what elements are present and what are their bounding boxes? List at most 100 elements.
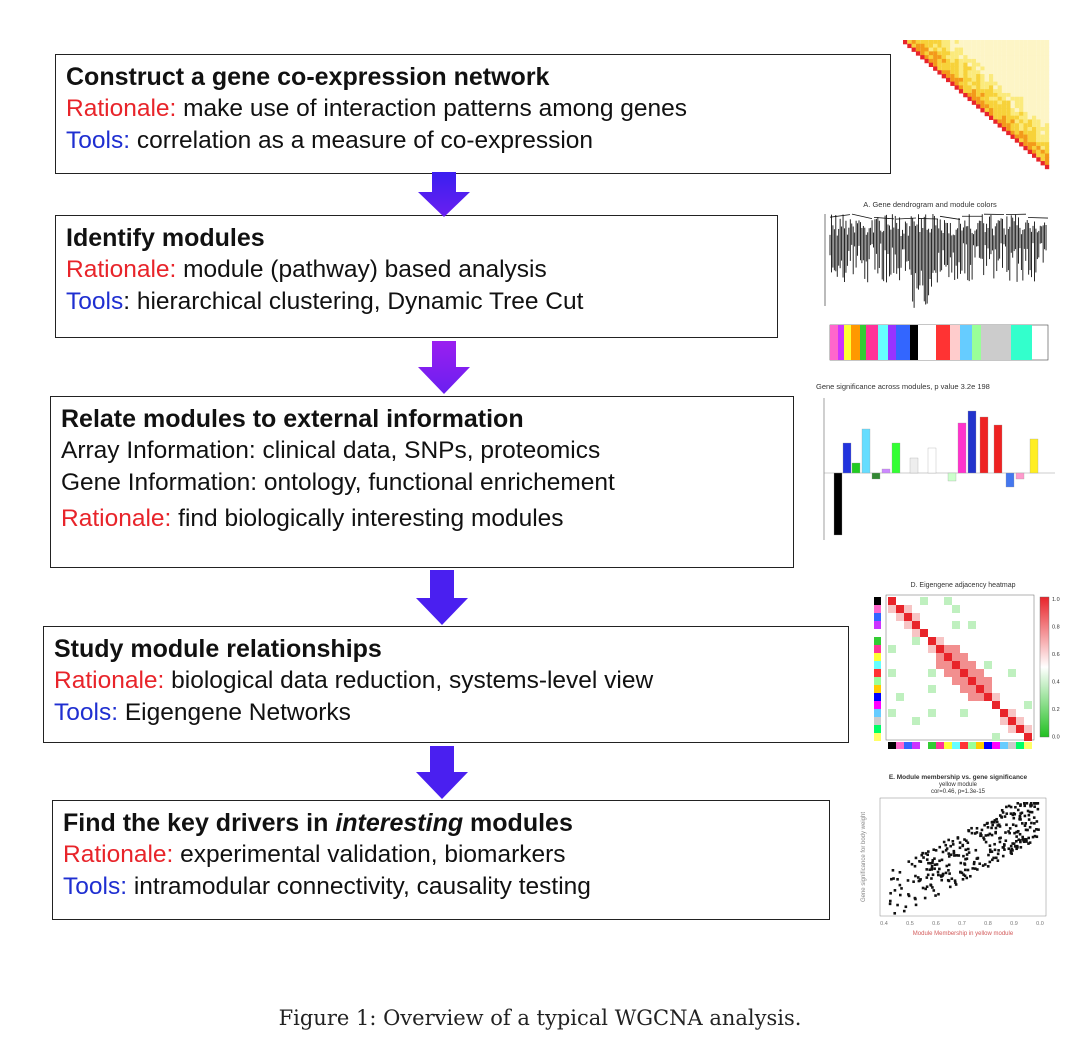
scatter-point: [1019, 840, 1022, 844]
heatmap-cell: [1027, 119, 1032, 124]
heatmap-cell: [954, 66, 959, 71]
heatmap-cell: [984, 661, 992, 669]
heatmap-cell: [928, 58, 934, 64]
scatter-point: [958, 841, 962, 844]
heatmap-cell: [1000, 717, 1008, 725]
module-bar: [1015, 472, 1025, 480]
scatter-point: [993, 820, 996, 824]
scatter-point: [1033, 822, 1036, 825]
heatmap-cell: [1010, 89, 1015, 94]
heatmap-cell: [1040, 138, 1045, 143]
heatmap-cell: [1027, 43, 1032, 49]
scatter-point: [1022, 838, 1025, 842]
heatmap-cell: [1010, 81, 1015, 86]
heatmap-cell: [1044, 115, 1050, 120]
dendrogram-thumbnail: A. Gene dendrogram and module colors: [824, 200, 1049, 361]
heatmap-cell: [971, 51, 977, 56]
scatter-point: [918, 859, 921, 863]
heatmap-cell: [1014, 81, 1020, 86]
heatmap-cell: [1040, 43, 1045, 49]
scatter-point: [959, 861, 963, 865]
scatter-point: [1012, 812, 1016, 815]
module-color-swatch: [874, 701, 881, 709]
scatter-point: [986, 833, 990, 837]
heatmap-cell: [993, 47, 998, 52]
heatmap-cell: [1014, 43, 1020, 49]
heatmap-cell: [933, 58, 938, 64]
module-bar: [871, 472, 881, 480]
heatmap-cell: [1014, 123, 1020, 128]
module-color-segment: [936, 325, 950, 360]
heatmap-cell: [980, 40, 985, 45]
scatter-point: [1005, 823, 1008, 827]
scatter-point: [925, 858, 929, 861]
scatter-point: [902, 909, 906, 913]
heatmap-cell: [924, 43, 929, 49]
step-line-tools: Tools: hierarchical clustering, Dynamic …: [66, 286, 767, 318]
scatter-point: [984, 840, 988, 844]
heatmap-cell: [989, 43, 994, 49]
heatmap-cell: [1027, 58, 1032, 64]
heatmap-cell: [958, 55, 964, 60]
heatmap-cell: [963, 58, 968, 64]
heatmap-cell: [1027, 40, 1032, 45]
heatmap-cell: [1014, 111, 1020, 117]
heatmap-cell: [944, 661, 952, 669]
heatmap-cell: [1010, 58, 1015, 64]
heatmap-cell: [993, 62, 998, 68]
step-box-study-relationships: Study module relationships Rationale: bi…: [43, 626, 849, 743]
scatter-point: [1032, 816, 1036, 819]
heatmap-cell: [907, 40, 912, 45]
heatmap-cell: [928, 40, 934, 45]
heatmap-cell: [960, 661, 968, 669]
module-color-swatch: [874, 685, 881, 693]
heatmap-cell: [976, 43, 981, 49]
heatmap-cell: [1044, 157, 1050, 162]
heatmap-cell: [937, 51, 942, 56]
heatmap-cell: [915, 40, 921, 45]
heatmap-cell: [1001, 40, 1007, 45]
heatmap-cell: [967, 74, 972, 79]
scatter-point: [942, 840, 946, 844]
heatmap-cell: [971, 96, 977, 102]
heatmap-cell: [928, 709, 936, 717]
heatmap-cell: [915, 47, 921, 52]
heatmap-cell: [976, 693, 984, 701]
heatmap-cell: [1010, 51, 1015, 56]
dendrogram-link: [829, 214, 851, 218]
heatmap-cell: [1001, 92, 1007, 98]
scatter-point: [989, 850, 992, 854]
heatmap-cell: [1040, 74, 1045, 79]
heatmap-cell: [984, 111, 989, 117]
heatmap-cell: [1023, 58, 1028, 64]
heatmap-cell: [980, 58, 985, 64]
scatter-point: [926, 873, 930, 877]
heatmap-cell: [1044, 89, 1050, 94]
scatter-point: [906, 879, 910, 882]
module-color-swatch: [1000, 742, 1008, 749]
heatmap-cell: [1023, 142, 1028, 147]
scatter-point: [958, 846, 962, 850]
heatmap-cell: [1040, 149, 1045, 155]
heatmap-cell: [950, 77, 955, 83]
eigengene-heatmap-thumbnail: D. Eigengene adjacency heatmap 1.00.80.6…: [874, 582, 1060, 749]
module-color-segment: [878, 325, 888, 360]
heatmap-cell: [967, 58, 972, 64]
module-bar: [881, 468, 891, 474]
heatmap-cell: [963, 40, 968, 45]
heatmap-cell: [1040, 51, 1045, 56]
correlation-heatmap-thumbnail: [903, 40, 1050, 170]
step-line-rationale: Rationale: find biologically interesting…: [61, 503, 783, 535]
heatmap-cell: [992, 733, 1000, 741]
heatmap-cell: [1019, 134, 1024, 139]
scatter-point: [1033, 829, 1036, 833]
heatmap-cell: [992, 701, 1000, 709]
module-bar: [947, 472, 957, 482]
heatmap-cell: [888, 709, 896, 717]
heatmap-cell: [963, 66, 968, 71]
heatmap-cell: [950, 58, 955, 64]
scatter-point: [975, 857, 979, 860]
heatmap-cell: [1023, 111, 1028, 117]
heatmap-cell: [992, 693, 1000, 701]
scatter-point: [971, 867, 975, 870]
